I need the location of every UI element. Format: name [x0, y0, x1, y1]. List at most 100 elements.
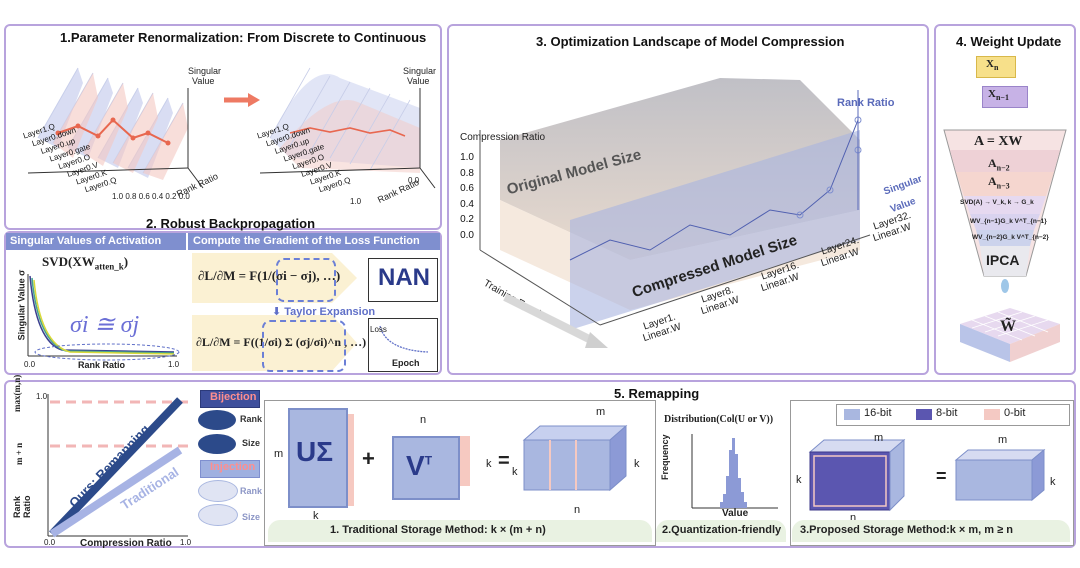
injection-label: Injection — [210, 461, 256, 473]
axw-label: A = XW — [974, 134, 1023, 149]
taylor-text: Taylor Expansion — [284, 306, 376, 318]
caption1-bar — [268, 520, 652, 542]
an2-text: A — [988, 156, 997, 170]
caption2: 2.Quantization-friendly — [662, 524, 782, 536]
svd-label: SVD(XWatten_k) — [42, 254, 128, 272]
left-header-bar — [6, 233, 186, 250]
arrow-icon — [224, 93, 260, 107]
proposed-blocks — [808, 438, 906, 512]
remapping-plot — [47, 394, 188, 538]
panel2-title: 2. Robust Backpropagation — [146, 216, 316, 231]
m4-label: m — [998, 434, 1008, 446]
n1-label: n — [420, 414, 427, 426]
histogram — [691, 434, 778, 509]
gradient-eq1: ∂L/∂M = F(1/(σi − σj), …) — [198, 268, 341, 283]
xn-sub: n — [993, 63, 999, 73]
svd-text: SVD(XW — [42, 254, 95, 269]
plus-sign: + — [362, 446, 375, 471]
vt-sup: T — [424, 453, 433, 468]
y-tick: 0.2 — [460, 214, 474, 225]
eq1-dashed-box — [276, 258, 336, 302]
an3-label: An−3 — [988, 174, 1010, 190]
vt-block — [392, 436, 460, 500]
ticks-left: 1.0 0.8 0.6 0.4 0.2 0.0 — [112, 192, 190, 201]
xn-cube — [976, 56, 1016, 78]
ipca-label: IPCA — [986, 252, 1020, 268]
n2-label: n — [574, 504, 581, 516]
k4-label: k — [634, 458, 640, 470]
x1-remap: 1.0 — [180, 538, 192, 547]
usigma-label: UΣ — [296, 436, 334, 467]
size-ellipse — [198, 504, 238, 526]
legend-swatch-8 — [916, 409, 932, 420]
an2-label: An−2 — [988, 156, 1010, 172]
section3-box — [790, 400, 1074, 546]
renormalization-continuous-plot — [259, 67, 436, 189]
x1-label: 1.0 — [168, 360, 180, 369]
caption3: 3.Proposed Storage Method:k × m, m ≥ n — [800, 524, 1013, 536]
caption2-bar — [656, 520, 786, 542]
legend-swatch-16 — [844, 409, 860, 420]
sigma-eq: σi ≅ σj — [70, 312, 140, 338]
svd-sub: atten_k — [94, 261, 124, 272]
legend — [836, 404, 1070, 426]
y-ratio: Ratio — [22, 495, 32, 519]
size-label-2: Size — [242, 512, 261, 522]
vt-label: VT — [406, 450, 432, 482]
y-tick: 0.6 — [460, 183, 474, 194]
rank-ratio-label: Rank Ratio — [837, 97, 895, 109]
loss-curve — [379, 325, 429, 353]
vt-text: V — [406, 450, 425, 481]
legend-0: 0-bit — [1004, 407, 1026, 419]
axis-singular-1: Singular — [188, 66, 222, 76]
m1-label: m — [274, 448, 284, 460]
panel1-title: 1.Parameter Renormalization: From Discre… — [60, 30, 427, 45]
gradient-eq2: ∂L/∂M = F((1/σi) Σ (σj/σi)^n , …) — [196, 335, 367, 349]
size-ellipse — [198, 434, 236, 454]
nan-label: NAN — [378, 264, 430, 291]
rank-ellipse — [198, 480, 238, 502]
tick-zero: 0.0 — [408, 176, 420, 185]
y-max: max(m,n) — [12, 374, 22, 412]
y-tick: 1.0 — [460, 152, 474, 163]
freq-label: Frequency — [660, 434, 670, 480]
xn1-label: Xn−1 — [988, 88, 1009, 102]
caption3-bar — [792, 520, 1070, 542]
training-epoch-arrow — [503, 293, 608, 348]
right-header-bar — [188, 233, 440, 250]
svd-close: ) — [123, 254, 129, 269]
eq-sign: = — [498, 450, 510, 472]
left-header: Singular Values of Activation — [10, 235, 162, 247]
k2-label: k — [486, 458, 492, 470]
axis-value-2: Value — [407, 76, 430, 86]
loss-label: Loss — [370, 325, 387, 334]
taylor-label: ⬇ Taylor Expansion — [272, 306, 376, 318]
rank-ratio-xaxis: Rank Ratio — [78, 360, 126, 370]
value-hist: Value — [722, 508, 749, 519]
y-tick: 0.4 — [460, 198, 474, 210]
legend-8: 8-bit — [936, 407, 958, 419]
eq2-dashed-box — [262, 320, 346, 372]
axis-value-1: Value — [192, 76, 215, 86]
nan-box — [368, 258, 438, 302]
y-tick: 0.8 — [460, 167, 474, 179]
xn1-cube — [982, 86, 1028, 108]
legend-16: 16-bit — [864, 407, 892, 419]
y-ticks: 1.0 0.8 0.6 0.4 0.2 0.0 — [458, 150, 474, 243]
n3-label: n — [850, 512, 857, 524]
injection-ellipses — [198, 480, 238, 526]
xn-text: X — [986, 58, 994, 70]
w-grid — [960, 308, 1060, 362]
bijection-ellipses — [198, 410, 238, 454]
usigma-block — [288, 408, 348, 508]
xn-label: Xn — [986, 58, 998, 72]
m2-label: m — [596, 406, 606, 418]
an3-text: A — [988, 174, 997, 188]
x0-remap: 0.0 — [44, 538, 56, 547]
eq-sign-2: = — [936, 466, 947, 486]
size-label: Size — [242, 438, 261, 448]
panel4-title: 4. Weight Update — [956, 34, 1062, 49]
concat-blocks — [522, 424, 628, 492]
m3-label: m — [874, 432, 884, 444]
tick-one: 1.0 — [350, 197, 362, 206]
